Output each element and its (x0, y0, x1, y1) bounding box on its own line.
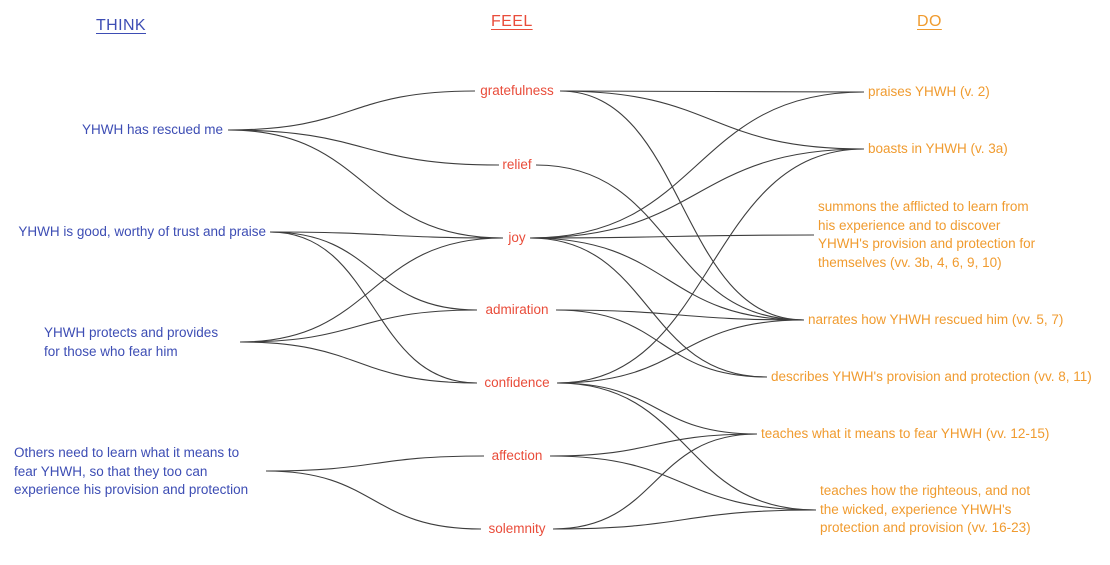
edge-confidence-teaches_righteous (556, 382, 817, 511)
do-node-describes: describes YHWH's provision and protectio… (771, 368, 1092, 387)
edge-good-admiration (269, 231, 478, 311)
edge-gratefulness-boasts (559, 90, 865, 150)
edge-rescued-gratefulness (227, 90, 476, 131)
edge-gratefulness-narrates (559, 90, 805, 321)
feel-node-solemnity: solemnity (488, 521, 546, 536)
edge-joy-summons (529, 234, 815, 239)
do-node-teaches-fear: teaches what it means to fear YHWH (vv. … (761, 425, 1050, 444)
edge-others-affection (265, 455, 485, 472)
edge-joy-praises (529, 91, 865, 239)
edge-joy-narrates (529, 237, 805, 321)
feel-node-confidence: confidence (484, 375, 550, 390)
edge-protects-joy (239, 237, 504, 343)
edge-joy-describes (529, 237, 768, 378)
think-node-good: YHWH is good, worthy of trust and praise (18, 223, 266, 242)
feel-node-affection: affection (491, 448, 543, 463)
edge-confidence-teaches_fear (556, 382, 758, 435)
edge-affection-teaches_righteous (549, 455, 817, 511)
edge-gratefulness-praises (559, 90, 865, 93)
do-node-boasts: boasts in YHWH (v. 3a) (868, 140, 1008, 159)
edge-joy-boasts (529, 148, 865, 239)
edge-admiration-narrates (555, 309, 805, 321)
edge-protects-confidence (239, 341, 478, 384)
edge-good-joy (269, 231, 504, 239)
edge-solemnity-teaches_fear (552, 433, 758, 530)
do-node-teaches-righteous: teaches how the righteous, and not the w… (820, 482, 1031, 538)
do-node-praises: praises YHWH (v. 2) (868, 83, 990, 102)
edge-confidence-narrates (556, 319, 805, 384)
edge-solemnity-teaches_righteous (552, 509, 817, 530)
do-node-summons: summons the afflicted to learn from his … (818, 198, 1036, 273)
edge-relief-narrates (535, 164, 805, 321)
edge-good-confidence (269, 231, 478, 384)
column-header-think: THINK (96, 17, 146, 35)
column-header-feel: FEEL (491, 13, 533, 31)
think-node-protects: YHWH protects and provides for those who… (44, 324, 219, 362)
do-node-narrates: narrates how YHWH rescued him (vv. 5, 7) (808, 311, 1064, 330)
feel-node-relief: relief (502, 157, 532, 172)
edge-affection-teaches_fear (549, 433, 758, 457)
feel-node-admiration: admiration (485, 302, 549, 317)
edge-rescued-joy (227, 129, 504, 239)
think-node-others: Others need to learn what it means to fe… (14, 444, 249, 500)
edge-protects-admiration (239, 309, 478, 343)
edge-rescued-relief (227, 129, 500, 166)
column-header-do: DO (917, 13, 942, 31)
edge-confidence-boasts (556, 148, 865, 384)
think-node-rescued: YHWH has rescued me (81, 121, 223, 140)
edge-admiration-describes (555, 309, 768, 378)
feel-node-joy: joy (508, 230, 526, 245)
feel-node-gratefulness: gratefulness (480, 83, 554, 98)
edge-others-solemnity (265, 470, 482, 530)
